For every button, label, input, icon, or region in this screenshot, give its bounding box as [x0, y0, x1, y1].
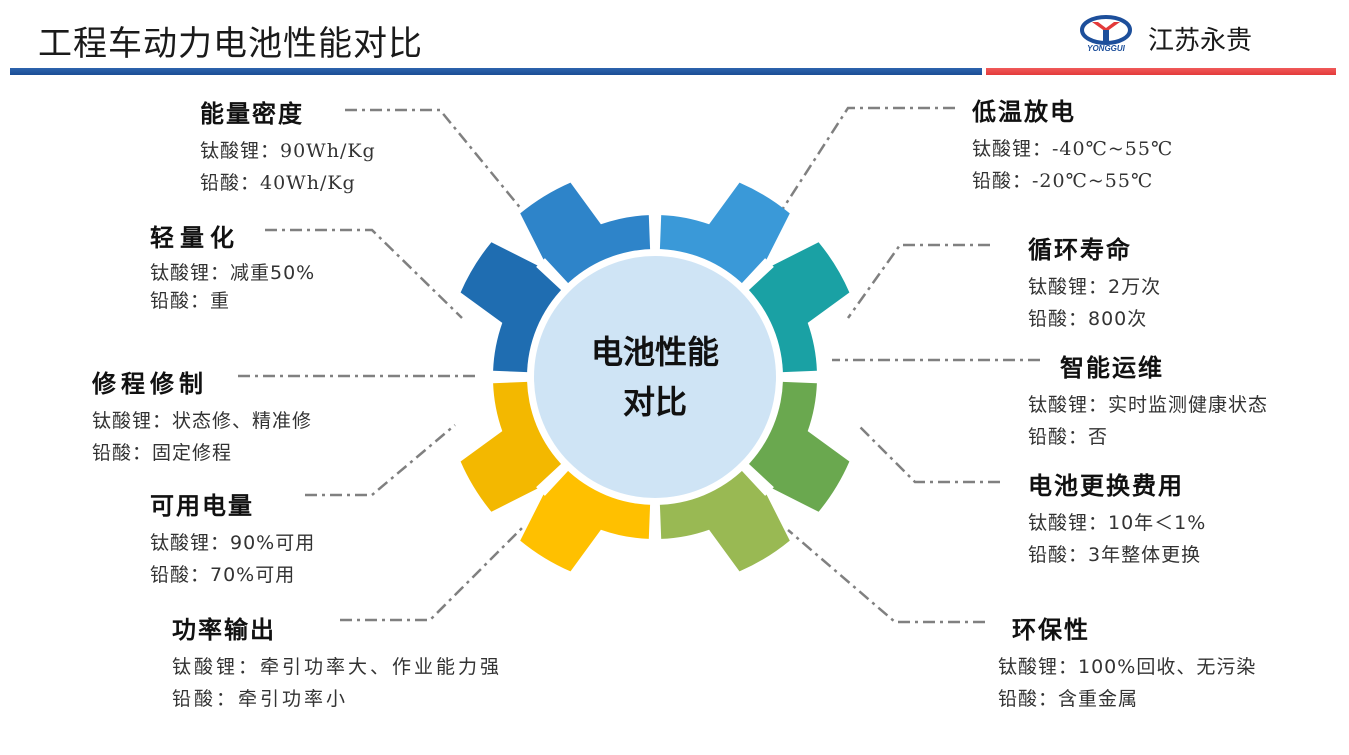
- item-usable-capacity: 可用电量 钛酸锂：90%可用 铅酸：70%可用: [150, 486, 315, 591]
- header-divider-red: [986, 68, 1336, 75]
- connector-power-output: [340, 527, 523, 622]
- item-line-lead: 铅酸：800次: [1028, 308, 1148, 330]
- header-divider-blue: [10, 68, 982, 75]
- item-title: 能量密度: [200, 100, 304, 128]
- connector-eco: [787, 529, 985, 624]
- item-smart-om: 智能运维 钛酸锂：实时监测健康状态 铅酸：否: [1028, 348, 1268, 453]
- item-line-lto: 钛酸锂：状态修、精准修: [92, 410, 313, 432]
- gear-sector-3: [746, 381, 850, 512]
- gear-sector-7: [460, 242, 564, 373]
- connector-energy-density: [345, 108, 523, 211]
- item-line-lto: 钛酸锂：10年＜1%: [1028, 512, 1207, 534]
- gear-sector-8: [520, 182, 651, 286]
- page-title: 工程车动力电池性能对比: [38, 24, 423, 64]
- gear-sector-4: [659, 468, 790, 572]
- item-line-lto: 钛酸锂：减重50%: [150, 262, 316, 284]
- connector-cycle-life: [846, 243, 990, 319]
- item-repair: 修程修制 钛酸锂：状态修、精准修 铅酸：固定修程: [92, 364, 312, 469]
- gear-sector-5: [520, 468, 651, 572]
- item-line-lead: 铅酸：牵引功率小: [172, 688, 349, 710]
- gear-sectors: [460, 182, 850, 572]
- logo-text: YONGGUI: [1087, 44, 1125, 53]
- center-label-line2: 对比: [622, 383, 687, 421]
- center-label-line1: 电池性能: [590, 333, 719, 371]
- center-label: 电池性能 对比: [532, 297, 778, 457]
- gear-sector-2: [746, 242, 850, 373]
- connector-replacement-cost: [857, 424, 1000, 484]
- item-line-lead: 铅酸：否: [1028, 426, 1109, 448]
- item-line-lto: 钛酸锂：实时监测健康状态: [1028, 394, 1269, 416]
- item-line-lead: 铅酸：重: [150, 290, 231, 312]
- item-line-lto: 钛酸锂：2万次: [1028, 276, 1162, 298]
- connector-low-temp: [780, 106, 955, 211]
- gear-sector-6: [460, 381, 564, 512]
- item-line-lead: 铅酸：3年整体更换: [1028, 544, 1202, 566]
- item-line-lead: 铅酸：含重金属: [998, 688, 1139, 710]
- item-line-lto: 钛酸锂：90%可用: [150, 532, 316, 554]
- item-line-lto: 钛酸锂：90Wh/Kg: [200, 140, 376, 162]
- connector-usable-capacity: [305, 424, 456, 497]
- item-replacement-cost: 电池更换费用 钛酸锂：10年＜1% 铅酸：3年整体更换: [1028, 466, 1206, 571]
- item-title: 轻量化: [150, 224, 240, 252]
- item-title: 电池更换费用: [1028, 472, 1184, 500]
- item-title: 低温放电: [972, 98, 1076, 126]
- item-line-lead: 铅酸：70%可用: [150, 564, 296, 586]
- item-title: 可用电量: [150, 492, 254, 520]
- center-disc: [534, 256, 776, 498]
- item-line-lead: 铅酸：40Wh/Kg: [200, 172, 356, 194]
- item-line-lead: 铅酸：-20℃~55℃: [972, 170, 1154, 192]
- item-low-temp: 低温放电 钛酸锂：-40℃~55℃ 铅酸：-20℃~55℃: [972, 92, 1173, 197]
- item-title: 循环寿命: [1028, 236, 1132, 264]
- connector-light-weight: [265, 228, 463, 319]
- item-title: 功率输出: [172, 616, 276, 644]
- company-logo: [1080, 15, 1132, 45]
- company-name: 江苏永贵: [1148, 26, 1253, 56]
- gear-sector-1: [659, 182, 790, 286]
- item-cycle-life: 循环寿命 钛酸锂：2万次 铅酸：800次: [1028, 230, 1161, 335]
- item-power-output: 功率输出 钛酸锂：牵引功率大、作业能力强 铅酸：牵引功率小: [172, 610, 502, 715]
- item-light-weight: 轻量化 钛酸锂：减重50% 铅酸：重: [150, 218, 315, 315]
- item-title: 智能运维: [1060, 354, 1164, 382]
- item-title: 环保性: [1012, 616, 1090, 644]
- item-line-lto: 钛酸锂：牵引功率大、作业能力强: [172, 656, 503, 678]
- item-line-lto: 钛酸锂：100%回收、无污染: [998, 656, 1257, 678]
- item-eco: 环保性 钛酸锂：100%回收、无污染 铅酸：含重金属: [998, 610, 1256, 715]
- item-line-lto: 钛酸锂：-40℃~55℃: [972, 138, 1174, 160]
- item-energy-density: 能量密度 钛酸锂：90Wh/Kg 铅酸：40Wh/Kg: [200, 94, 376, 199]
- item-line-lead: 铅酸：固定修程: [92, 442, 233, 464]
- item-title: 修程修制: [92, 370, 208, 398]
- connector-lines: [238, 106, 1040, 624]
